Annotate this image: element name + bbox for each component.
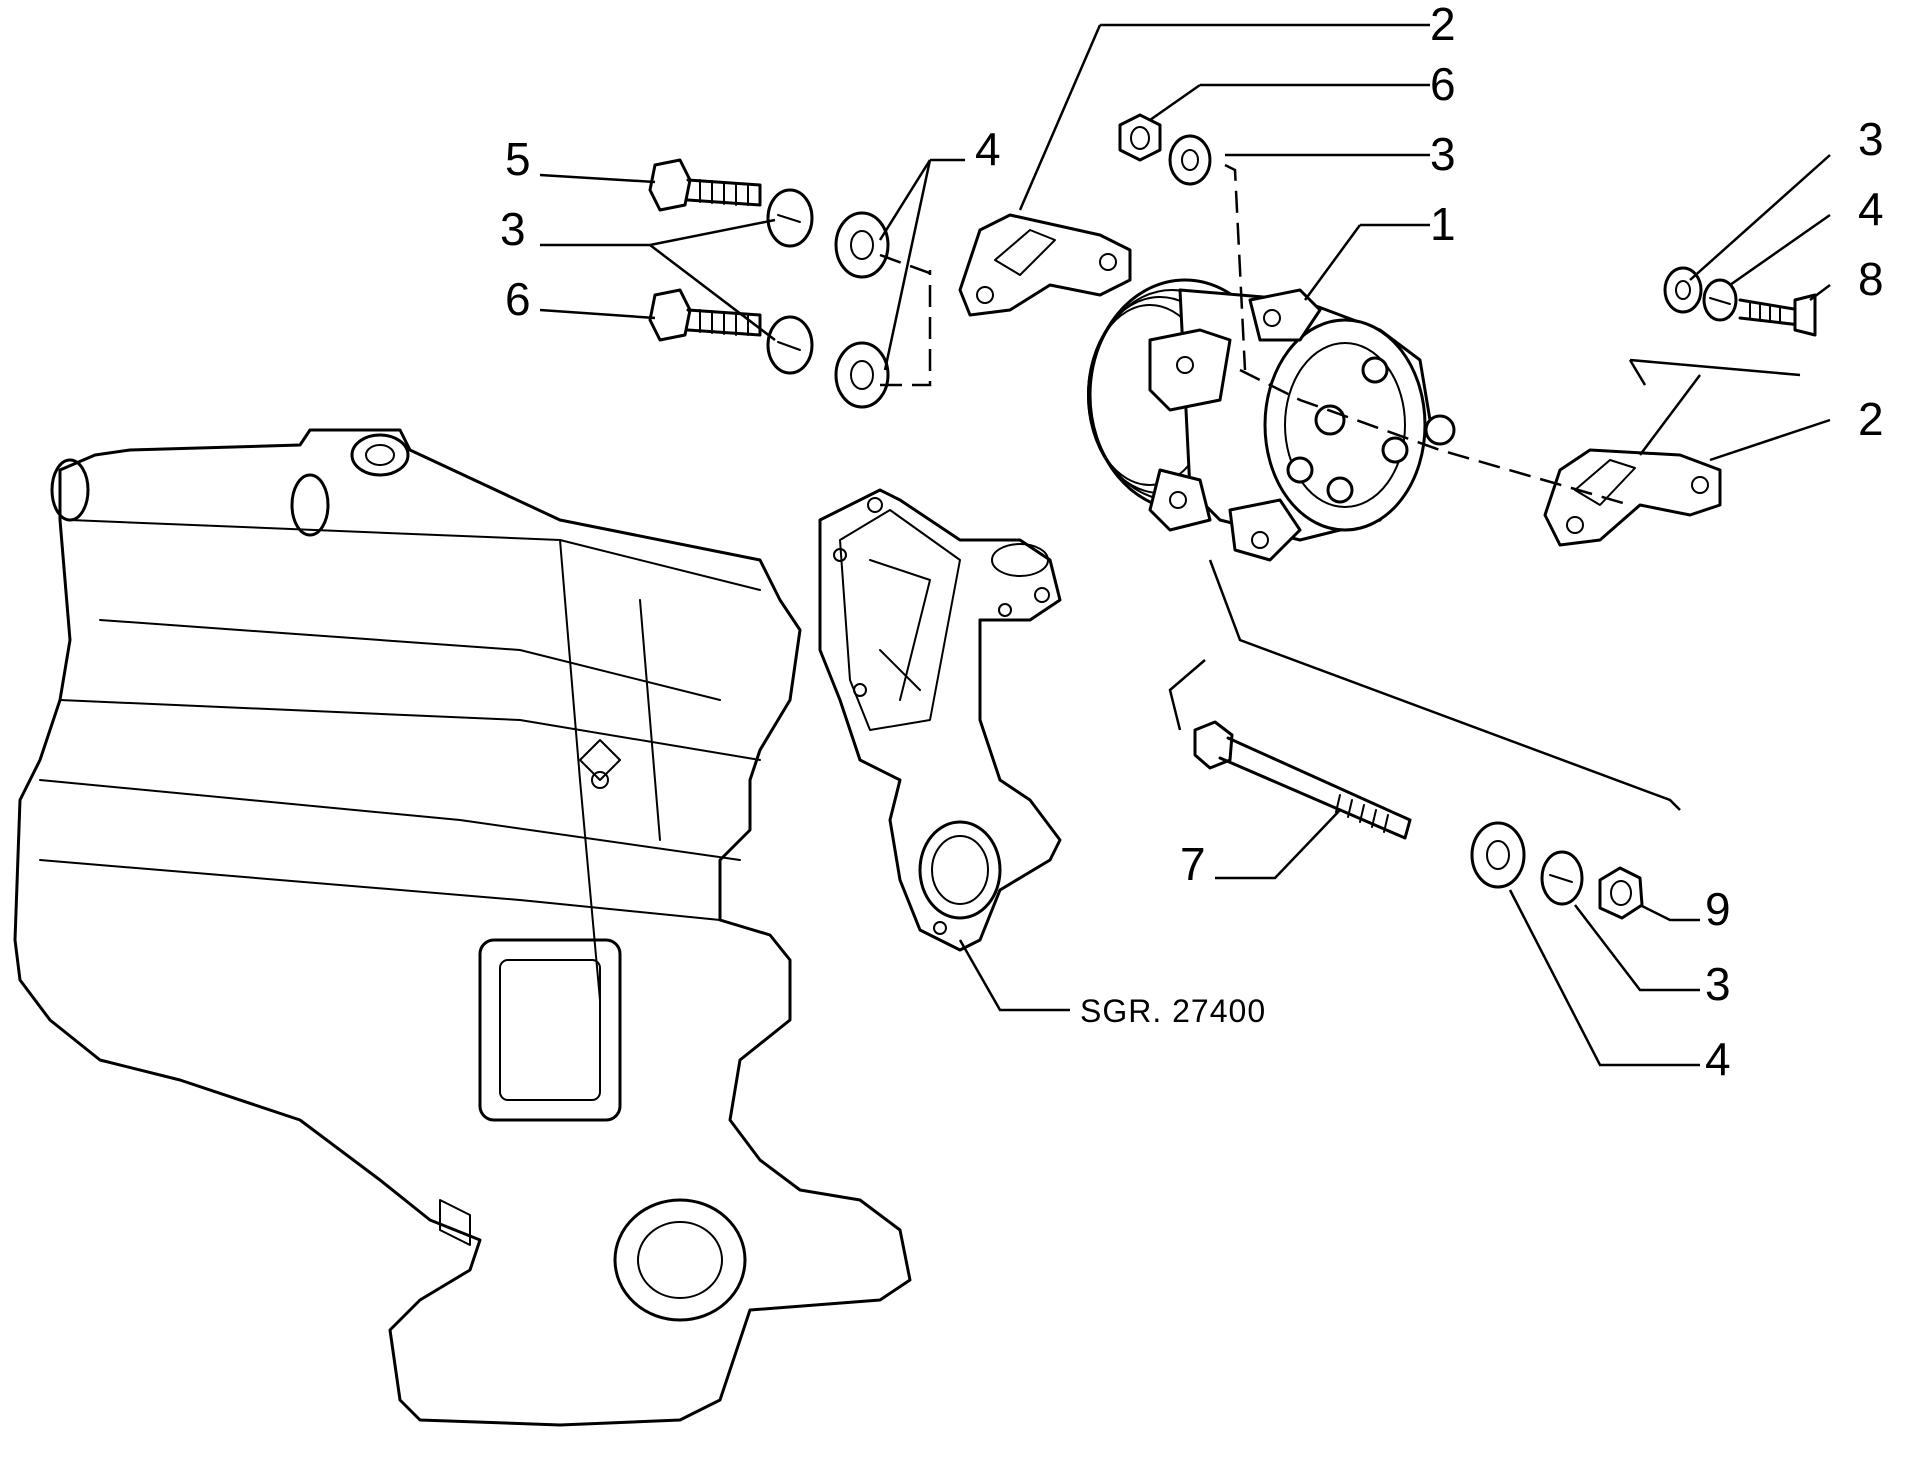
- callout-6-top: 6: [1430, 58, 1456, 110]
- ac-compressor: [1087, 278, 1456, 562]
- long-bolt-7: [1193, 720, 1412, 840]
- support-plate-2-right: [1543, 448, 1722, 547]
- engine-block: [13, 428, 912, 1427]
- nut-6-top: [1118, 113, 1162, 162]
- callout-1: 1: [1430, 198, 1456, 250]
- callout-9: 9: [1705, 883, 1731, 935]
- callout-3-top: 3: [1430, 128, 1456, 180]
- flat-washer-4-lower: [834, 341, 890, 409]
- lock-washer-3-lower: [766, 315, 814, 375]
- flat-washer-4-upper: [834, 211, 890, 279]
- callout-labels: 2 6 3 1 5 3 6 4 3 4 8 2 7 9 3 4 SGR. 274…: [500, 0, 1884, 1085]
- callout-4-bottom: 4: [1705, 1033, 1731, 1085]
- lock-washer-3-upper: [766, 188, 814, 248]
- bolt-8: [1738, 293, 1817, 337]
- callout-3-left: 3: [500, 203, 526, 255]
- callout-5: 5: [505, 133, 531, 185]
- lock-washer-4-right: [1702, 278, 1738, 322]
- bolt-5: [648, 158, 762, 212]
- callout-4-left: 4: [975, 123, 1001, 175]
- washer-3-top: [1168, 134, 1212, 186]
- callout-4-right: 4: [1858, 183, 1884, 235]
- mounting-bracket: [818, 488, 1062, 952]
- lock-washer-3-lower-right: [1540, 850, 1584, 906]
- callout-3-right: 3: [1858, 113, 1884, 165]
- callout-7: 7: [1180, 838, 1206, 890]
- leader-lines: [539, 23, 1831, 1067]
- callout-3-bottom: 3: [1705, 958, 1731, 1010]
- support-plate-2-left: [958, 213, 1132, 317]
- reference-label: SGR. 27400: [1080, 993, 1266, 1029]
- callout-2-right: 2: [1858, 393, 1884, 445]
- bolt-6: [648, 288, 762, 342]
- callout-8: 8: [1858, 253, 1884, 305]
- flat-washer-4-lower-right: [1470, 821, 1526, 889]
- callout-6-left: 6: [505, 273, 531, 325]
- nut-9: [1598, 866, 1644, 920]
- assembly-lines: [879, 163, 1631, 507]
- callout-2-top: 2: [1430, 0, 1456, 50]
